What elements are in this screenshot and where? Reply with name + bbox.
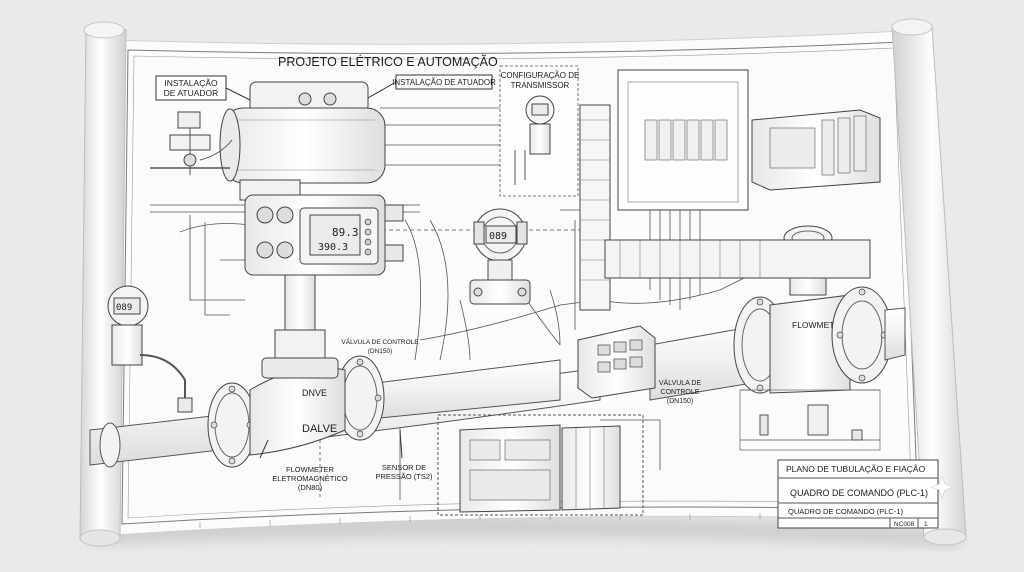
svg-text:TRANSMISSOR: TRANSMISSOR: [511, 81, 570, 90]
pneumatic-actuator: [219, 81, 386, 201]
pressure-transmitter: 089: [469, 208, 531, 305]
svg-text:(DN80): (DN80): [298, 483, 323, 492]
controller-display-line1: 89.3: [332, 226, 359, 239]
callout-pressure-sensor: SENSOR DE PRESSÃO (TS2): [375, 429, 433, 481]
svg-text:CONFIGURAÇÃO DE: CONFIGURAÇÃO DE: [501, 71, 580, 80]
svg-text:ELETROMAGNÉTICO: ELETROMAGNÉTICO: [272, 474, 348, 483]
controller-display-line2: 390.3: [318, 242, 348, 253]
title-block-sheet: NC008: [894, 521, 915, 528]
callout-control-valve-right: VÁLVULA DE CONTROLE (DN150): [659, 378, 702, 405]
valve-body-label-2: DALVE: [302, 423, 337, 435]
drawing-title: PROJETO ELÉTRICO E AUTOMAÇÃO: [278, 54, 498, 69]
svg-text:SENSOR DE: SENSOR DE: [382, 463, 426, 472]
svg-text:VÁLVULA DE CONTROLE: VÁLVULA DE CONTROLE: [341, 337, 419, 346]
callout-flowmeter-left: FLOWMETER ELETROMAGNÉTICO (DN80): [259, 439, 348, 492]
svg-text:FLOWMETER: FLOWMETER: [286, 465, 334, 474]
title-block-drawing-name: QUADRO DE COMANDO (PLC-1): [790, 488, 928, 498]
svg-text:PRESSÃO (TS2): PRESSÃO (TS2): [375, 472, 433, 481]
control-cabinet: [579, 69, 881, 311]
junction-box: [577, 325, 656, 399]
valve-body-label-1: DNVE: [302, 388, 327, 398]
title-block-heading: PLANO DE TUBULAÇÃO E FIAÇÃO: [786, 464, 926, 474]
callout-actuator-left: INSTALAÇÃO DE ATUADOR: [155, 75, 251, 101]
left-gauge-display: 089: [116, 303, 132, 313]
transmitter-display: 089: [489, 231, 507, 242]
svg-text:INSTALAÇÃO DE ATUADOR: INSTALAÇÃO DE ATUADOR: [392, 78, 496, 87]
sparkle-icon: [930, 475, 954, 499]
valve-positioner: 89.3 390.3: [244, 194, 404, 379]
actuator-install-detail: [150, 111, 233, 175]
callout-control-valve-top: VÁLVULA DE CONTROLE (DN150): [341, 337, 419, 355]
svg-text:INSTALAÇÃO: INSTALAÇÃO: [164, 78, 218, 88]
callout-transmitter-config: CONFIGURAÇÃO DE TRANSMISSOR: [501, 71, 580, 90]
bottom-plc-panel: [437, 414, 644, 516]
title-block-drawing-name-small: QUADRO DE COMANDO (PLC-1): [788, 507, 904, 516]
title-block: PLANO DE TUBULAÇÃO E FIAÇÃO QUADRO DE CO…: [777, 459, 939, 529]
title-block-sheet-num: 1: [924, 521, 928, 528]
svg-text:(DN150): (DN150): [667, 398, 693, 405]
svg-text:VÁLVULA DE: VÁLVULA DE: [659, 378, 702, 387]
left-paper-roll: [79, 21, 127, 547]
transmitter-config-box: [499, 65, 579, 197]
left-gauge: 089: [107, 285, 193, 413]
flowmeter-body-label: FLOWMETER: [792, 320, 846, 330]
svg-text:DE ATUADOR: DE ATUADOR: [164, 88, 219, 98]
svg-text:CONTROLE: CONTROLE: [661, 389, 700, 396]
terminal-detail: [739, 389, 881, 451]
svg-text:(DN150): (DN150): [368, 348, 393, 355]
callout-actuator-right: INSTALAÇÃO DE ATUADOR: [367, 74, 496, 99]
right-paper-roll: [891, 18, 967, 546]
